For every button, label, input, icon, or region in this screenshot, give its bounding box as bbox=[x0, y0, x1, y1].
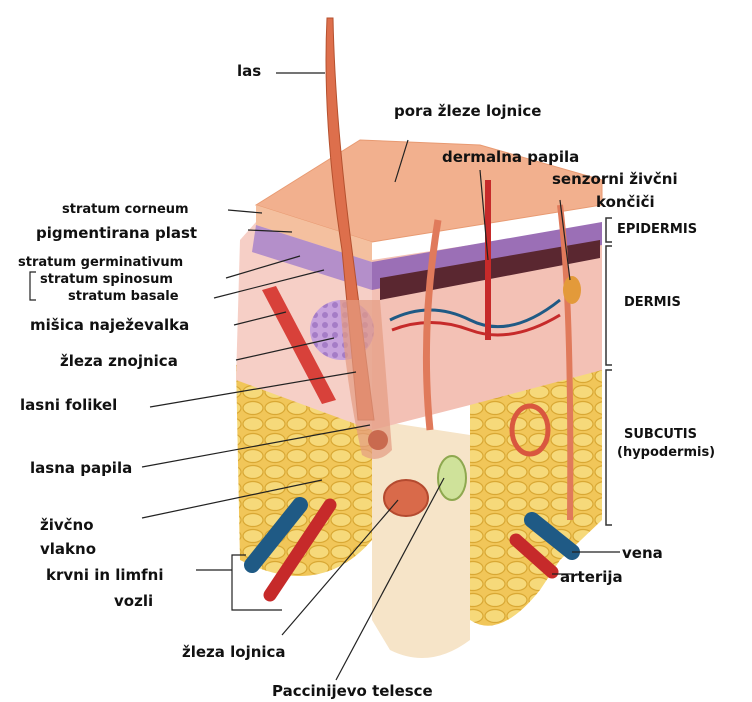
label-znojnica: žleza znojnica bbox=[60, 354, 178, 369]
label-epidermis: EPIDERMIS bbox=[617, 223, 697, 236]
label-krvni: krvni in limfni bbox=[46, 568, 164, 583]
label-arterija: arterija bbox=[560, 570, 623, 585]
label-lasna-papila: lasna papila bbox=[30, 461, 132, 476]
bracket-stratum bbox=[30, 272, 36, 300]
label-vlakno: vlakno bbox=[40, 542, 96, 557]
dermis-bracket bbox=[606, 246, 612, 365]
label-subcutis: SUBCUTIS bbox=[624, 428, 697, 441]
label-paccinijevo: Paccinijevo telesce bbox=[272, 684, 433, 699]
label-pora: pora žleze lojnice bbox=[394, 104, 541, 119]
label-stratum-basale: stratum basale bbox=[68, 290, 179, 303]
label-stratum-germinativum: stratum germinativum bbox=[18, 256, 183, 269]
label-stratum-corneum: stratum corneum bbox=[62, 203, 189, 216]
label-stratum-spinosum: stratum spinosum bbox=[40, 273, 173, 286]
skin-block bbox=[236, 140, 602, 658]
label-zleza-lojnica: žleza lojnica bbox=[182, 645, 286, 660]
epidermis-bracket bbox=[606, 218, 612, 242]
label-hypodermis: (hypodermis) bbox=[617, 446, 715, 459]
label-misica: mišica naježevalka bbox=[30, 318, 189, 333]
label-dermis: DERMIS bbox=[624, 296, 681, 309]
label-vena: vena bbox=[622, 546, 663, 561]
subcutis-bracket bbox=[606, 370, 612, 525]
label-vozli: vozli bbox=[114, 594, 153, 609]
label-senzorni-1: senzorni živčni bbox=[552, 172, 678, 187]
layer-brackets bbox=[606, 218, 612, 525]
label-las: las bbox=[237, 64, 261, 79]
pacinian-corpuscle bbox=[438, 456, 466, 500]
hair-papilla bbox=[368, 430, 388, 450]
label-dermalna: dermalna papila bbox=[442, 150, 579, 165]
sebaceous-gland bbox=[384, 480, 428, 516]
label-senzorni-2: končiči bbox=[596, 195, 655, 210]
label-zivcno: živčno bbox=[40, 518, 94, 533]
label-lasni-folikel: lasni folikel bbox=[20, 398, 117, 413]
label-pigmentirana-plast: pigmentirana plast bbox=[36, 226, 197, 241]
sensory-nerve-ending bbox=[563, 276, 581, 304]
